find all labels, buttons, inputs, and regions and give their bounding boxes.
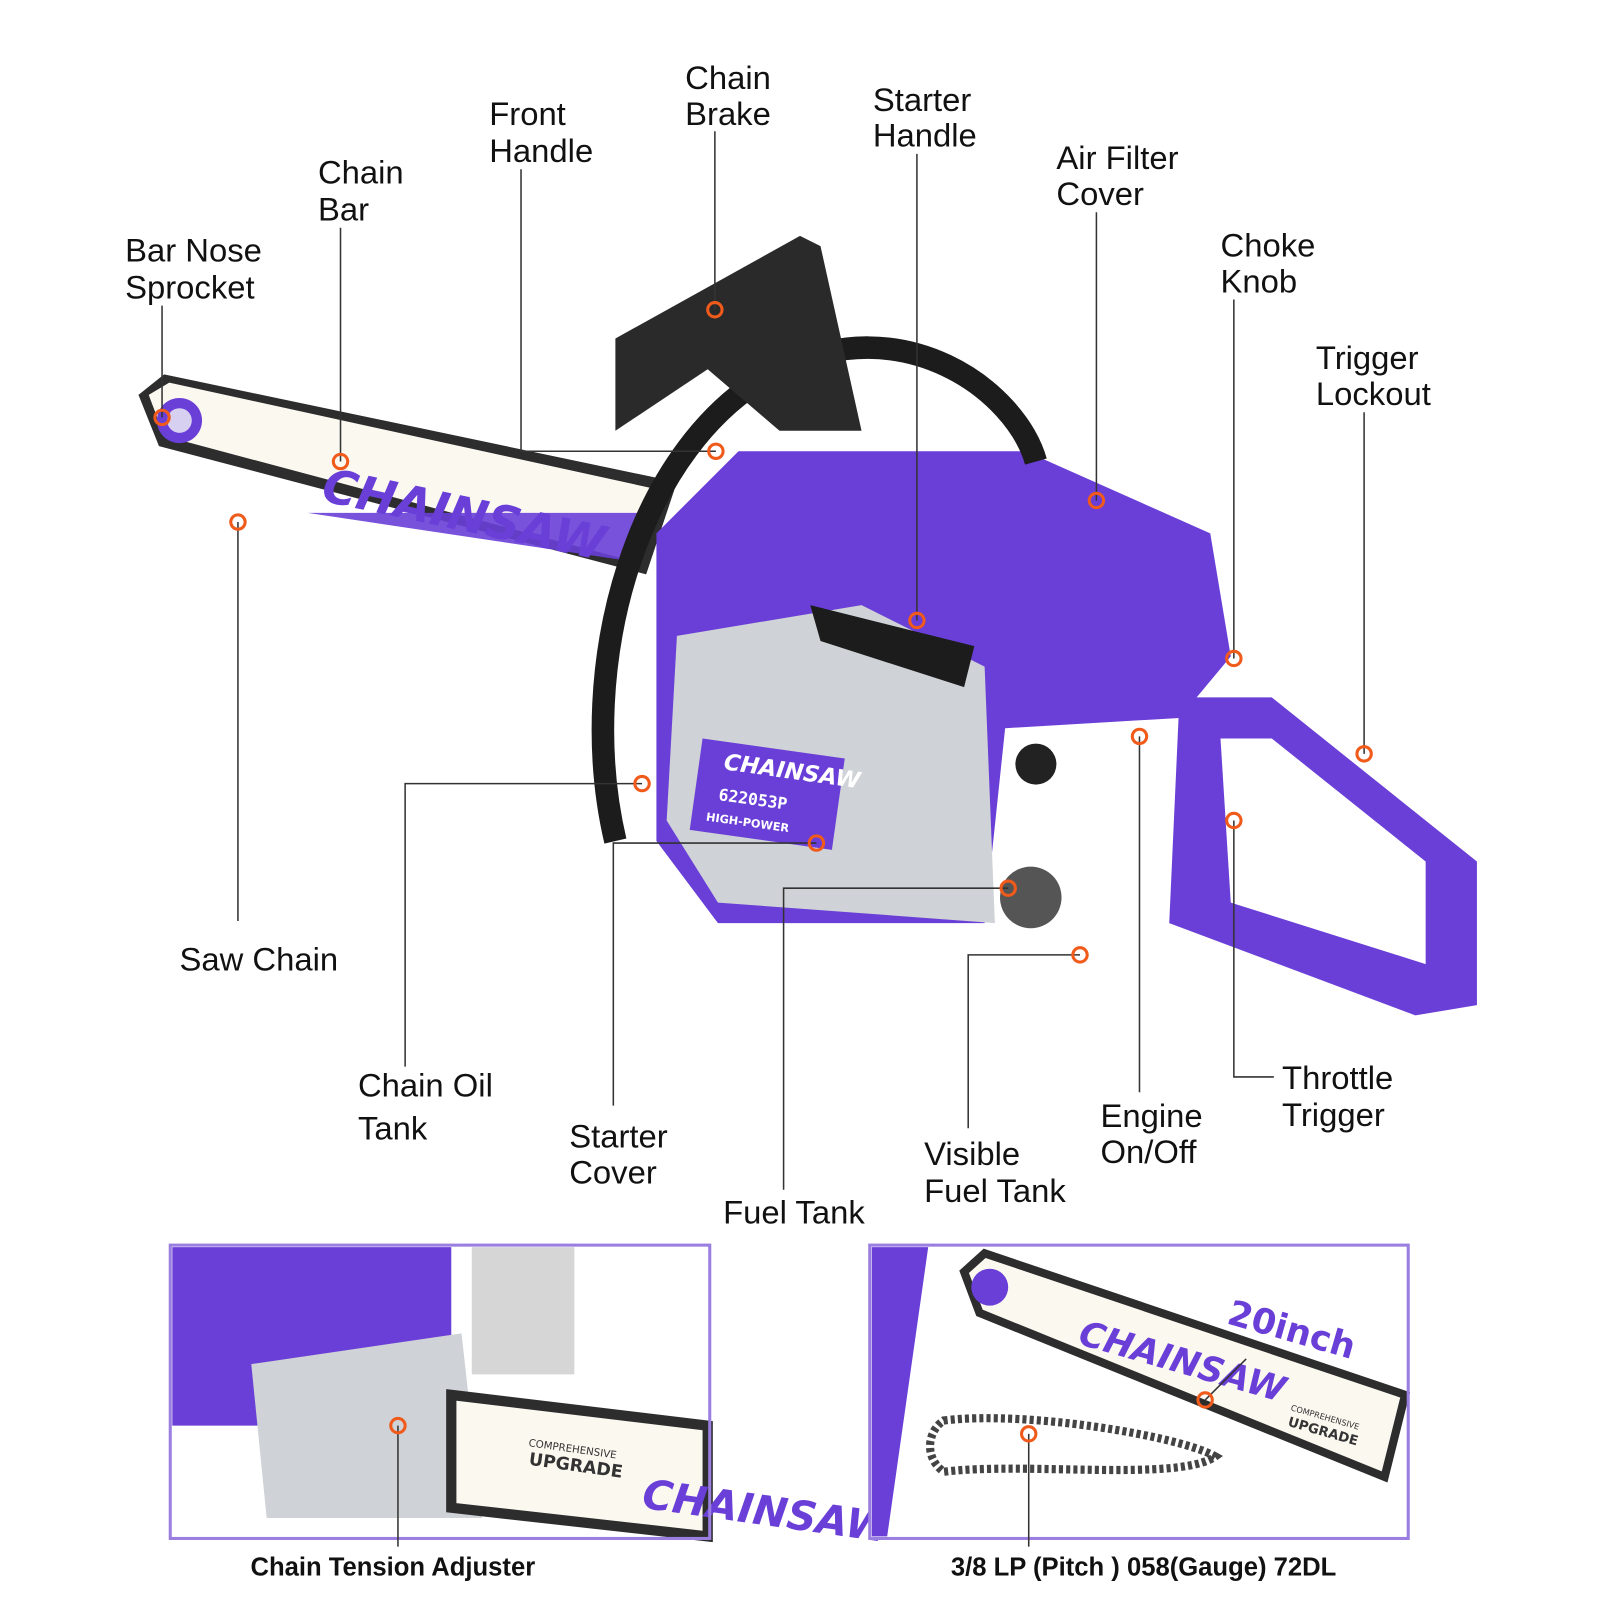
caption-chain-tension-adjuster: Chain Tension Adjuster [250, 1553, 535, 1581]
label-fuel-tank: Fuel Tank [723, 1194, 865, 1231]
part-markers [153, 301, 1373, 964]
inset-chain-tension: COMPREHENSIVE UPGRADE CHAINSAW Chain Ten… [168, 1243, 896, 1581]
chainsaw-body: CHAINSAW 622053P HIGH-POWER [656, 451, 1477, 1016]
chain-bar: CHAINSAW [138, 374, 677, 575]
inset-chain-spec: CHAINSAW 20inch COMPREHENSIVE UPGRADE 3/… [868, 1243, 1411, 1581]
inset-left-brand: CHAINSAW [640, 1470, 896, 1553]
leader-lines [161, 131, 1365, 1190]
label-saw-chain: Saw Chain [179, 940, 338, 977]
handles [591, 235, 1047, 844]
caption-chain-spec: 3/8 LP (Pitch ) 058(Gauge) 72DL [951, 1553, 1336, 1581]
